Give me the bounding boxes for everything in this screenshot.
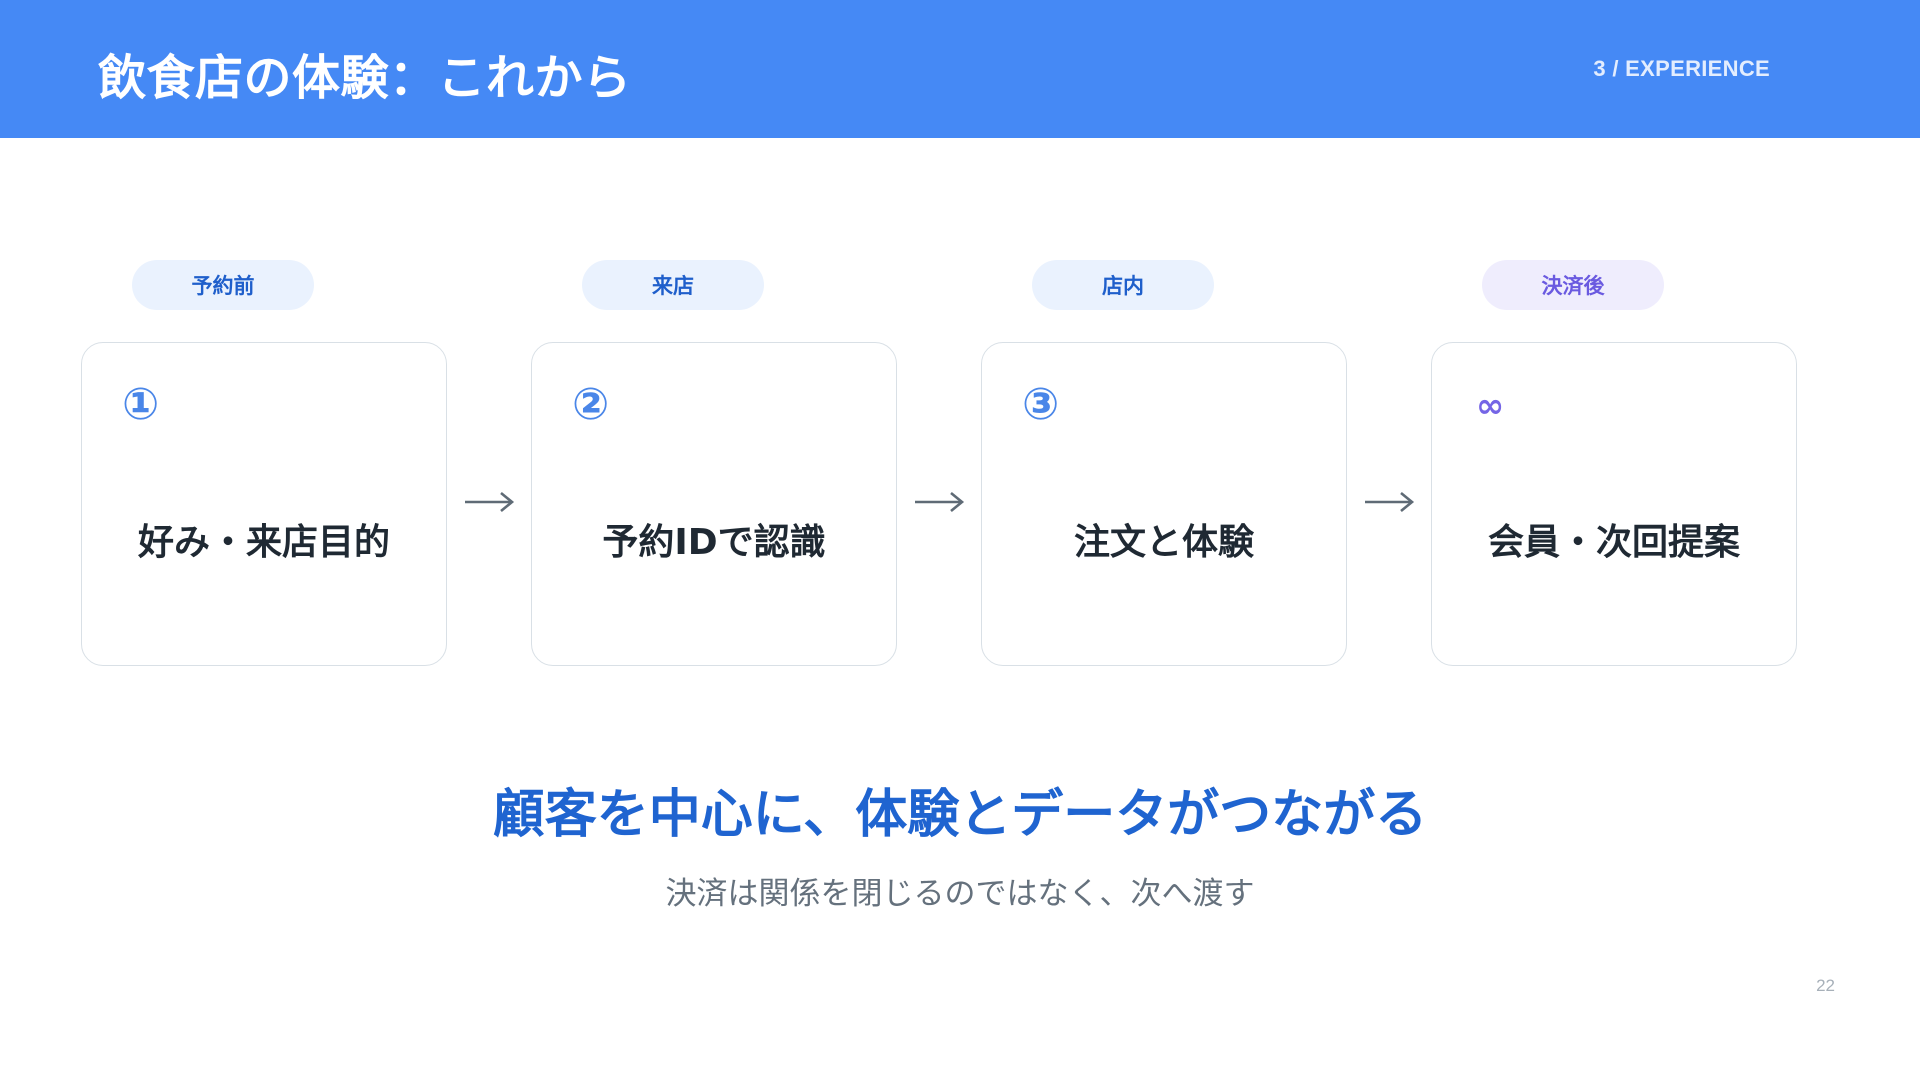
stage-pill-after-payment: 決済後: [1482, 260, 1664, 310]
step-label-4: 会員・次回提案: [1487, 522, 1740, 563]
page-number: 22: [1816, 976, 1835, 995]
step-label-1: 好み・来店目的: [137, 522, 390, 563]
stage-pill-visit: 来店: [582, 260, 764, 310]
arrow-right-icon-graphic: [1365, 491, 1415, 513]
stage-pill-before-reservation: 予約前: [132, 260, 314, 310]
page-title: 飲食店の体験：これから: [98, 50, 632, 106]
arrow-right-icon: [1347, 474, 1431, 530]
arrow-right-icon-graphic: [915, 491, 965, 513]
step-card-4: ∞ 会員・次回提案: [1431, 342, 1797, 666]
step-number-3: ③: [1022, 379, 1060, 430]
step-label-2: 予約IDで認識: [602, 522, 826, 563]
step-card-2: ② 予約IDで認識: [531, 342, 897, 666]
key-message-headline: 顧客を中心に、体験とデータがつながる: [492, 785, 1428, 845]
arrow-right-icon-graphic: [465, 491, 515, 513]
step-card-1: ① 好み・来店目的: [81, 342, 447, 666]
arrow-right-icon: [447, 474, 531, 530]
stage-pill-in-store: 店内: [1032, 260, 1214, 310]
step-number-2: ②: [572, 379, 610, 430]
step-label-3: 注文と体験: [1073, 522, 1254, 563]
step-card-3: ③ 注文と体験: [981, 342, 1347, 666]
section-indicator: 3 / EXPERIENCE: [1593, 56, 1770, 81]
step-number-1: ①: [122, 379, 160, 430]
infinity-icon: ∞: [1476, 386, 1505, 426]
header-bar: 飲食店の体験：これから 3 / EXPERIENCE: [0, 0, 1920, 138]
arrow-right-icon: [897, 474, 981, 530]
key-message-subline: 決済は関係を閉じるのではなく、次へ渡す: [665, 876, 1255, 912]
